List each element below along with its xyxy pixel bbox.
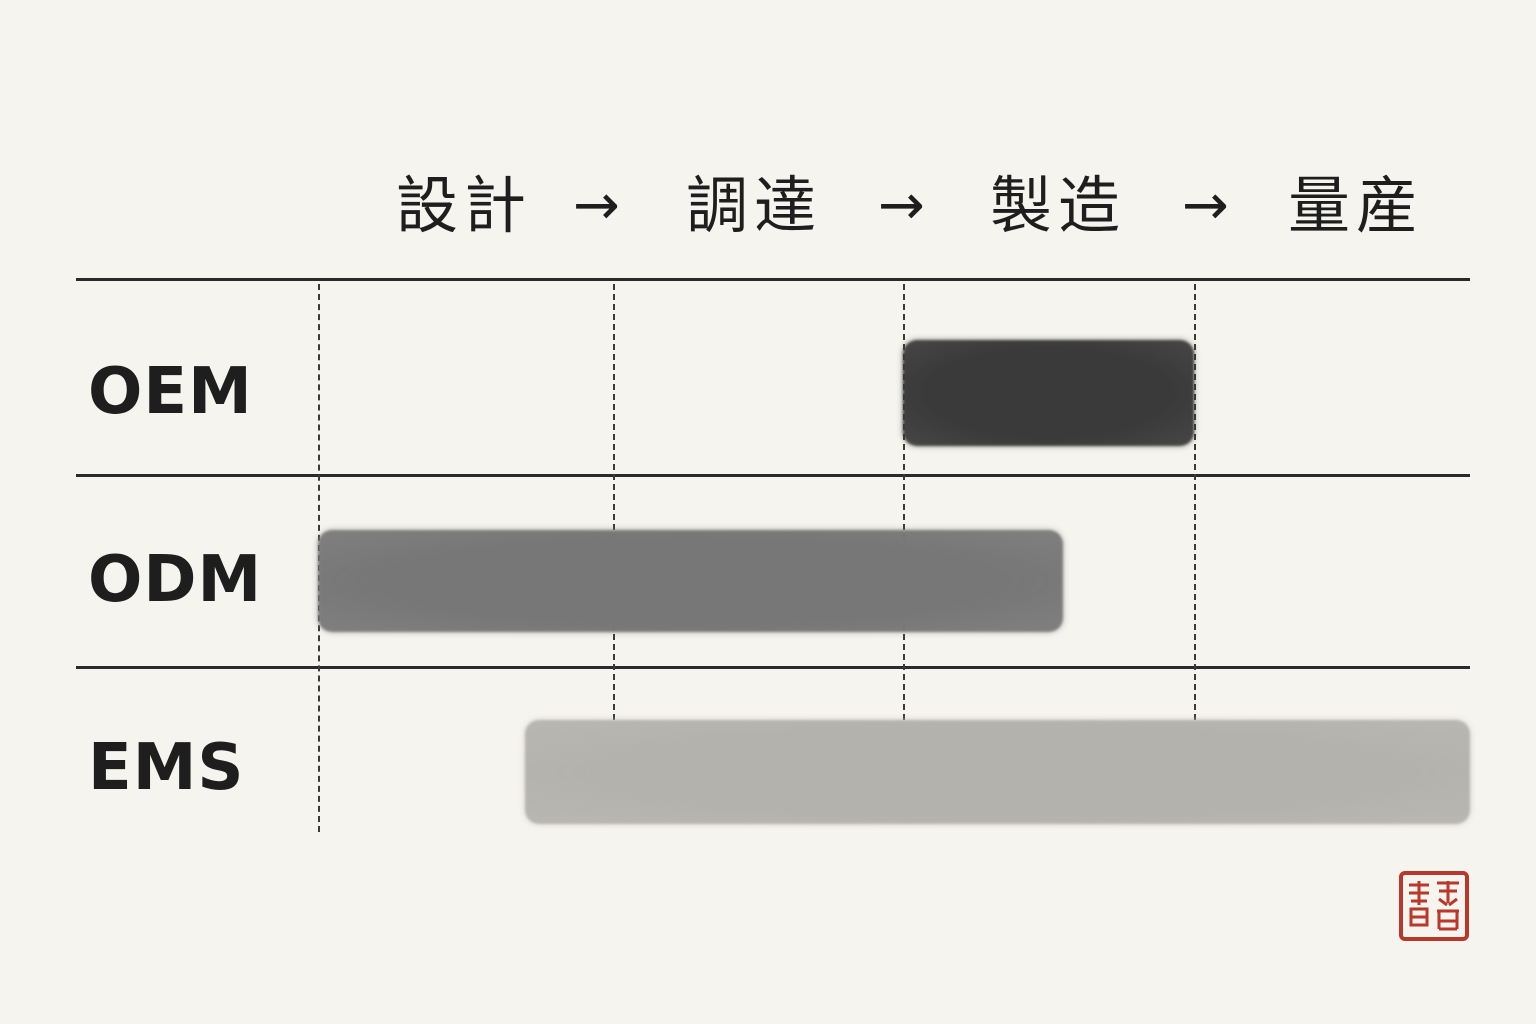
stage-label-design: 設計 [396, 169, 533, 242]
stage-boundary-line [613, 284, 615, 720]
red-seal-stamp [1399, 871, 1469, 941]
row-label-odm: ODM [88, 543, 263, 617]
row-label-ems: EMS [88, 731, 245, 805]
stage-label-mass-production: 量産 [1288, 169, 1425, 242]
oem-responsibility-bar [903, 340, 1194, 446]
odm-responsibility-bar [318, 530, 1064, 632]
arrow-icon: → [878, 173, 925, 238]
ems-responsibility-bar [524, 720, 1470, 824]
arrow-icon: → [1182, 173, 1229, 238]
stage-boundary-line [1194, 284, 1196, 720]
row-label-oem: OEM [88, 355, 253, 429]
seal-glyph-icon [1409, 881, 1459, 931]
stage-label-procurement: 調達 [686, 169, 823, 242]
stage-boundary-line [903, 284, 905, 720]
row-divider [76, 666, 1470, 669]
row-divider [76, 474, 1470, 477]
table-top-rule [76, 278, 1470, 281]
arrow-icon: → [573, 173, 620, 238]
stage-label-manufacturing: 製造 [990, 169, 1127, 242]
